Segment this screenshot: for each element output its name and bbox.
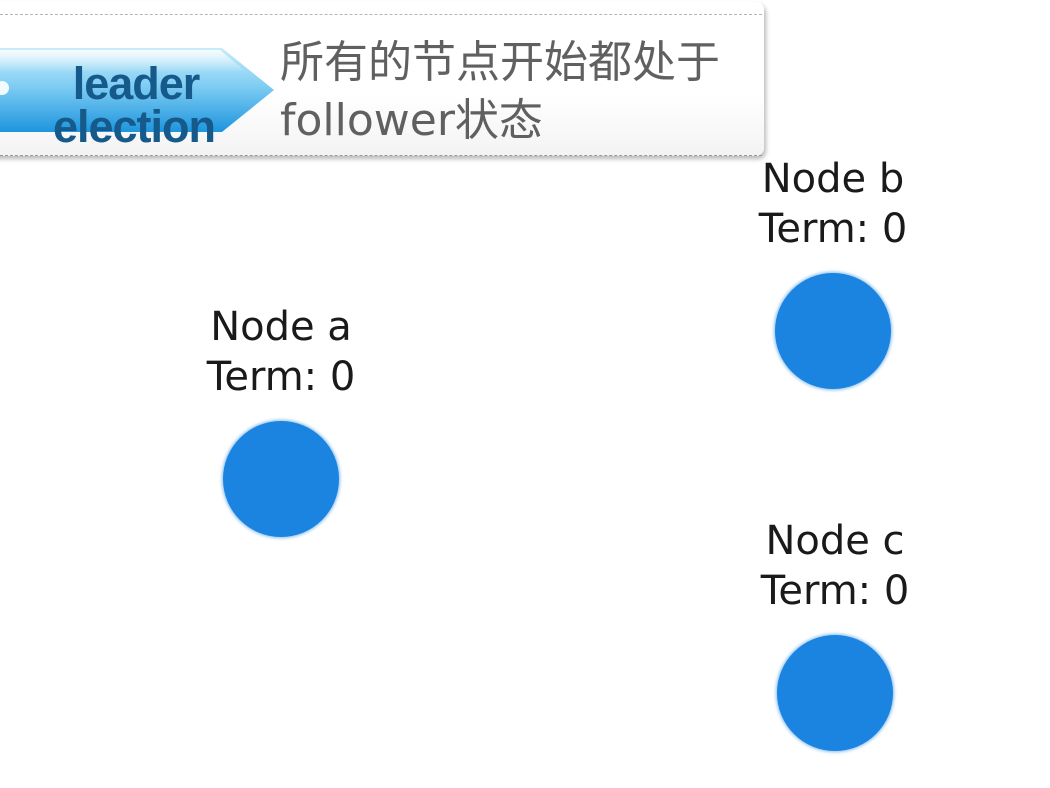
node-a-term: Term: 0 xyxy=(206,354,356,400)
tag-label-line1: leader xyxy=(72,58,201,109)
node-b: Node b Term: 0 xyxy=(733,154,933,389)
node-b-name: Node b xyxy=(761,156,905,202)
node-c-term: Term: 0 xyxy=(760,568,910,614)
node-b-circle xyxy=(775,273,891,389)
node-c-name: Node c xyxy=(765,518,905,564)
node-b-term: Term: 0 xyxy=(758,206,908,252)
tag-label-line2: election xyxy=(52,101,216,152)
node-a: Node a Term: 0 xyxy=(181,302,381,537)
banner-dashed-line-top xyxy=(0,14,762,15)
caption-line2: follower状态 xyxy=(280,95,543,146)
node-c-circle xyxy=(777,635,893,751)
banner-dashed-line-bottom xyxy=(0,155,762,156)
tag-arrow-shape xyxy=(0,48,274,132)
node-a-name: Node a xyxy=(210,304,352,350)
caption-line1: 所有的节点开始都处于 xyxy=(280,37,720,88)
title-banner: leader election 所有的节点开始都处于 follower状态 xyxy=(0,0,766,160)
node-c: Node c Term: 0 xyxy=(735,516,935,751)
tag-label: leader election xyxy=(34,58,234,152)
banner-caption: 所有的节点开始都处于 follower状态 xyxy=(280,34,760,150)
node-a-circle xyxy=(223,421,339,537)
